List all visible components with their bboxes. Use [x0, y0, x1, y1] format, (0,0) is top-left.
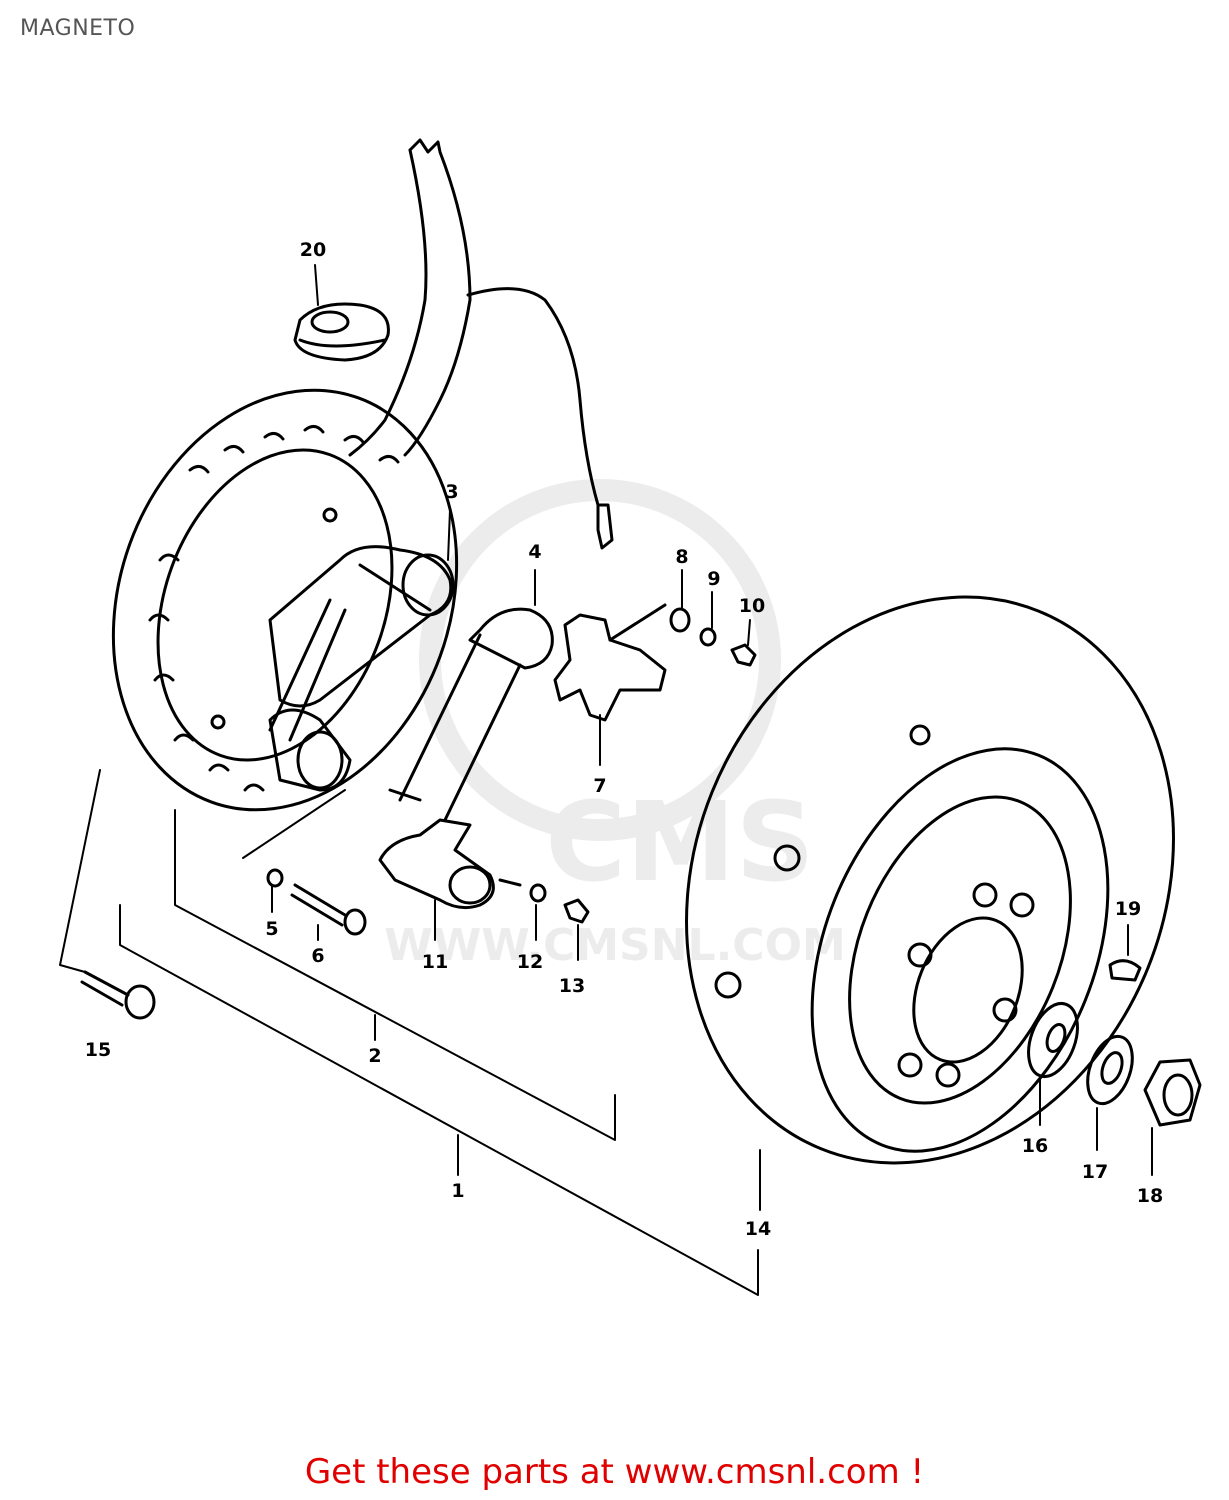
part-label-9: 9 — [707, 568, 720, 590]
part-label-13: 13 — [559, 975, 585, 997]
lock-washer-17 — [1086, 1034, 1134, 1106]
ignition-coil-3 — [268, 545, 455, 742]
part-label-12: 12 — [517, 951, 543, 973]
part-label-17: 17 — [1082, 1161, 1108, 1183]
part-label-10: 10 — [739, 595, 765, 617]
watermark-url: WWW.CMSNL.COM — [384, 920, 846, 971]
watermark-logo-ring — [419, 479, 781, 841]
part-label-18: 18 — [1137, 1185, 1163, 1207]
washer-12 — [529, 883, 547, 903]
part-label-20: 20 — [300, 239, 326, 261]
part-label-8: 8 — [675, 546, 688, 568]
washer-16 — [1027, 1002, 1079, 1078]
flywheel-rotor-14 — [685, 595, 1175, 1165]
washer-9 — [699, 627, 717, 647]
washer-5 — [266, 868, 284, 888]
screw-10 — [730, 643, 757, 667]
nut-18 — [1143, 1058, 1202, 1127]
screw-13 — [563, 898, 590, 924]
stator-base-plate — [111, 388, 459, 812]
part-labels: 1 2 3 4 5 6 7 8 9 10 11 12 13 14 15 16 1… — [85, 239, 1163, 1240]
screw-6 — [290, 883, 367, 936]
part-label-6: 6 — [311, 945, 324, 967]
watermark-brand: CMS — [545, 778, 814, 906]
part-label-7: 7 — [593, 775, 606, 797]
wire-harness — [348, 138, 614, 550]
leader-lines — [59, 264, 1153, 1296]
part-label-15: 15 — [85, 1039, 111, 1061]
key-19 — [1108, 959, 1142, 982]
part-label-2: 2 — [368, 1045, 381, 1067]
condenser-11 — [378, 818, 522, 910]
part-label-19: 19 — [1115, 898, 1141, 920]
get-parts-link[interactable]: Get these parts at www.cmsnl.com ! — [304, 1452, 925, 1492]
watermark: CMS WWW.CMSNL.COM — [384, 479, 846, 971]
part-label-11: 11 — [422, 951, 448, 973]
part-label-5: 5 — [265, 918, 278, 940]
part-label-1: 1 — [451, 1180, 464, 1202]
grommet-20 — [293, 302, 390, 362]
contact-point-4 — [388, 607, 554, 822]
screw-15 — [80, 970, 156, 1020]
washer-8 — [669, 607, 691, 633]
part-label-4: 4 — [528, 541, 541, 563]
breaker-assembly-7 — [553, 603, 667, 722]
part-label-14: 14 — [745, 1218, 771, 1240]
stator-coil-lower — [268, 708, 352, 792]
part-label-16: 16 — [1022, 1135, 1048, 1157]
part-label-3: 3 — [445, 481, 458, 503]
page-title: MAGNETO — [20, 16, 136, 41]
